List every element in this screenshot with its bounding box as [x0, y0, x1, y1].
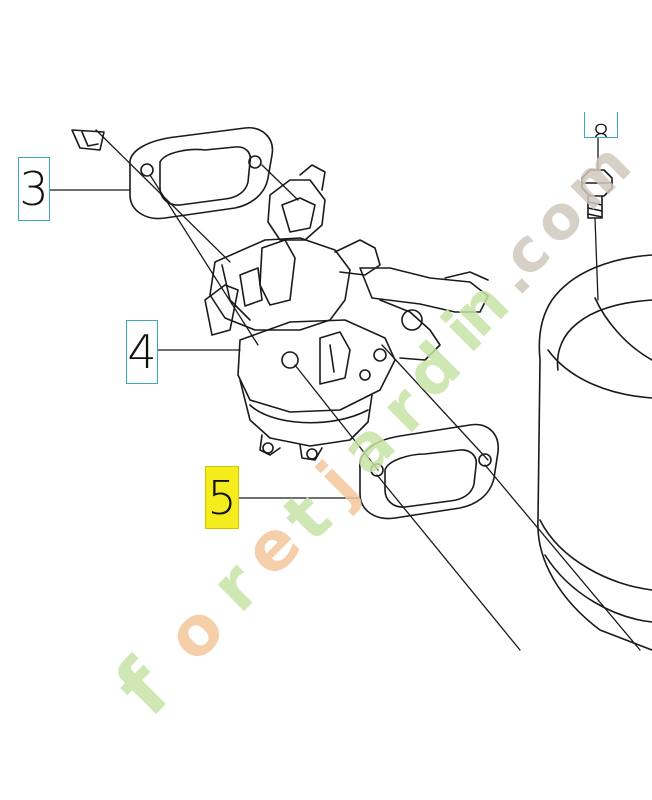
bracket-fragment — [71, 129, 105, 151]
callout-4-label: 4 — [127, 325, 157, 379]
watermark-logo: f o r e t j a r d i n . c o m — [98, 130, 645, 734]
callout-5-label: 5 — [207, 470, 237, 525]
callout-4: 4 — [126, 320, 158, 384]
engine-housing — [537, 254, 652, 651]
callout-8-partial: 8 — [584, 112, 618, 138]
svg-text:f: f — [98, 642, 189, 733]
callout-5-highlighted: 5 — [205, 466, 239, 529]
callout-3-label: 3 — [19, 162, 49, 216]
callout-3: 3 — [18, 157, 50, 221]
leader-lines — [49, 129, 641, 651]
carburetor — [204, 164, 489, 461]
gasket-upper — [129, 127, 274, 220]
callout-8-label: 8 — [592, 118, 610, 138]
